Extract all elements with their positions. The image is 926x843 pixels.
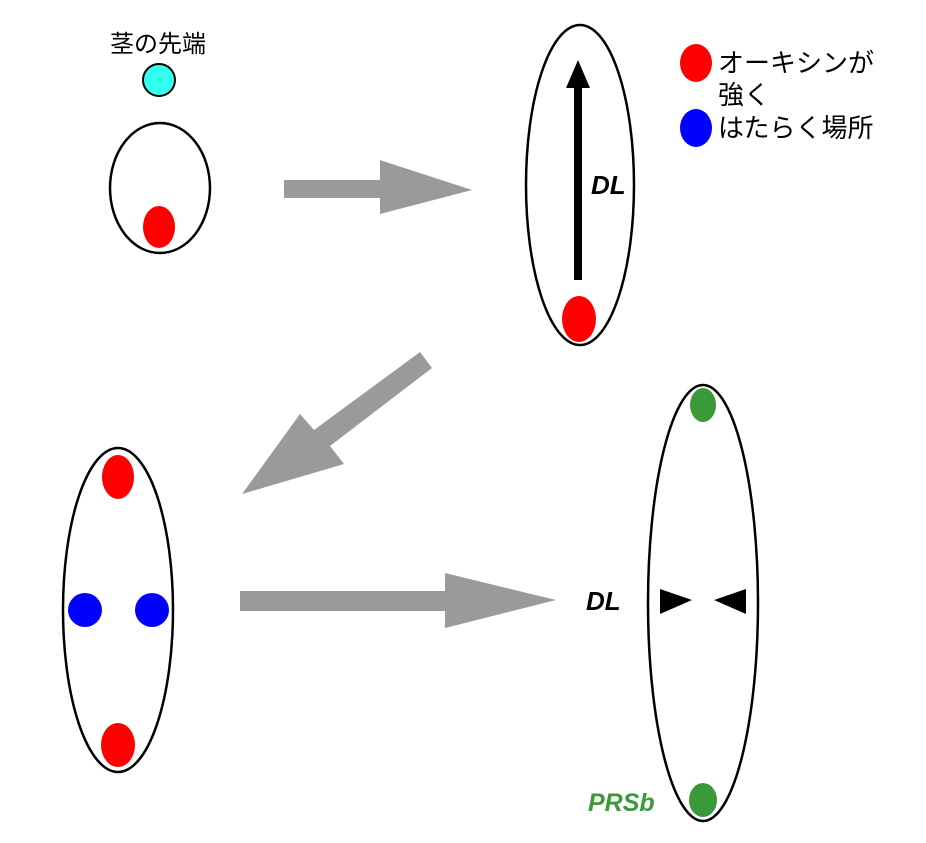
stage-2-oval — [524, 23, 636, 347]
stage-3-auxin-top — [102, 455, 134, 499]
dl-arrowhead-left — [660, 589, 692, 614]
dl-arrowhead-right — [714, 589, 746, 614]
legend-red-dot — [680, 44, 712, 82]
prsb-label: PRSb — [588, 789, 655, 817]
arrow-right-1 — [284, 160, 472, 214]
stage-1-group: 茎の先端 — [108, 30, 212, 255]
stage-4-oval — [646, 383, 760, 823]
stage-3-group — [61, 446, 175, 774]
stage-1-auxin-spot — [143, 206, 175, 248]
stage-1-oval — [108, 121, 212, 255]
stage-3-oval — [61, 446, 175, 774]
legend: オーキシンが 強く はたらく場所 — [680, 44, 874, 147]
stage-4-group: DL PRSb — [586, 383, 760, 823]
stem-tip-label: 茎の先端 — [110, 30, 206, 58]
stem-tip-dot — [142, 63, 176, 97]
arrow-right-2 — [240, 573, 556, 628]
stage-4-prsb-top — [690, 388, 716, 422]
legend-red-line-2: 強く — [718, 81, 770, 111]
dl-label-bottom: DL — [586, 586, 621, 616]
dl-label-top: DL — [591, 170, 626, 200]
legend-blue-line-1: はたらく場所 — [718, 114, 873, 144]
stage-3-working-right — [135, 593, 169, 627]
stage-2-auxin-spot — [562, 296, 596, 342]
legend-blue-dot — [680, 109, 712, 147]
dl-arrow-head — [566, 60, 590, 88]
stage-3-auxin-bottom — [101, 723, 135, 767]
stage-3-working-left — [68, 593, 102, 627]
legend-red-line-1: オーキシンが — [718, 49, 874, 79]
stage-4-prsb-bottom — [689, 783, 717, 817]
stage-2-group: DL — [524, 23, 636, 347]
arrow-diagonal — [242, 352, 432, 494]
